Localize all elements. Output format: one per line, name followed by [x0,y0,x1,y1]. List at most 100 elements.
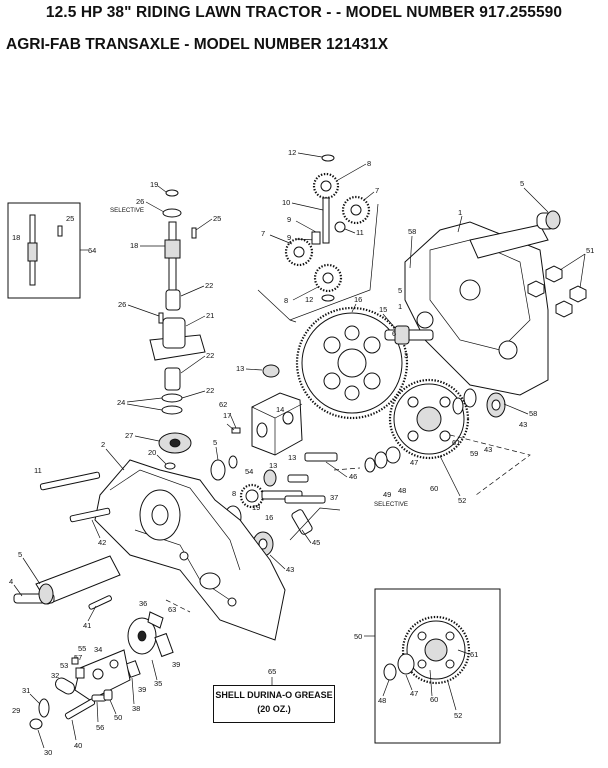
label-1: 1 [458,208,462,217]
label-5-left: 5 [18,550,22,559]
label-60-inset: 60 [430,695,438,704]
axle-tube-upper [469,224,549,259]
label-21: 21 [206,311,214,320]
label-18-inset: 18 [12,233,20,242]
label-7-right: 7 [375,186,379,195]
label-34: 34 [94,645,102,654]
label-27: 27 [125,431,133,440]
label-18: 18 [130,241,138,250]
label-22-b: 22 [206,351,214,360]
label-26-b: 26 [118,300,126,309]
inset-box-64 [7,202,81,299]
label-11-top: 11 [356,228,364,237]
gear-52 [388,378,470,460]
shaft-45 [291,509,313,535]
label-1-b: 1 [398,302,402,311]
label-19-center: 19 [252,503,260,512]
bearing-13 [262,364,280,378]
label-5-mid: 5 [398,286,402,295]
label-51: 51 [586,246,594,255]
label-25: 25 [213,214,221,223]
label-31: 31 [22,686,30,695]
label-43-center: 43 [286,565,294,574]
shift-block-14 [251,392,303,456]
label-49: 49 [383,490,391,499]
pinion-7-right [341,195,371,225]
label-60-center: 60 [430,484,438,493]
label-25-inset: 25 [66,214,74,223]
label-15: 15 [379,305,387,314]
selective-note-49: SELECTIVE [374,501,408,508]
label-46: 46 [349,472,357,481]
label-9-b: 9 [287,233,291,242]
bevel-gear-8-bottom [313,263,343,293]
label-4: 4 [9,577,13,586]
label-61: 61 [452,438,460,447]
label-47-inset: 47 [410,689,418,698]
inset-box-50 [374,588,501,744]
label-39-b: 39 [138,685,146,694]
selective-note-26: SELECTIVE [110,207,144,214]
grease-name: SHELL DURINA-O GREASE [215,690,333,700]
cross-shaft-10 [322,197,330,244]
label-17: 17 [223,411,231,420]
label-20: 20 [148,448,156,457]
grease-note-box: SHELL DURINA-O GREASE (20 OZ.) [213,685,335,723]
label-63: 63 [168,605,176,614]
label-8-center: 8 [232,489,236,498]
label-48-center: 48 [398,486,406,495]
label-24: 24 [117,398,125,407]
label-37: 37 [330,493,338,502]
label-14: 14 [276,405,284,414]
label-10: 10 [282,198,290,207]
label-11-left: 11 [34,466,42,475]
label-50-inset: 50 [354,632,362,641]
gear-52-inset [401,615,471,685]
label-58-top: 58 [408,227,416,236]
bolt-11 [39,471,101,491]
label-40: 40 [74,741,82,750]
label-54: 54 [245,467,253,476]
bolt-46 [304,452,338,462]
label-19: 19 [150,180,158,189]
label-47-center: 47 [410,458,418,467]
label-53: 53 [60,661,68,670]
label-29: 29 [12,706,20,715]
label-16-small: 16 [265,513,273,522]
label-36: 36 [139,599,147,608]
bolt-37 [284,495,326,504]
housing-2 [94,459,286,641]
ring-gear-16 [295,306,409,420]
label-58-mid: 58 [529,409,537,418]
label-50: 50 [114,713,122,722]
grease-quantity: (20 OZ.) [257,704,291,714]
label-30: 30 [44,748,52,757]
label-12-top: 12 [288,148,296,157]
label-55: 55 [78,644,86,653]
label-9-a: 9 [287,215,291,224]
label-64: 64 [88,246,96,255]
spring-39-a [154,632,174,658]
label-39-a: 39 [172,660,180,669]
label-2: 2 [101,440,105,449]
label-13-center: 13 [269,461,277,470]
pinion-7-left [284,237,314,267]
label-16-ring: 16 [354,295,362,304]
label-52: 52 [458,496,466,505]
label-12-bottom: 12 [305,295,313,304]
label-8-top: 8 [367,159,371,168]
label-41: 41 [83,621,91,630]
label-59: 59 [470,449,478,458]
label-7-left: 7 [261,229,265,238]
label-35: 35 [154,679,162,688]
bolt-40 [64,698,96,720]
label-43-right-b: 43 [519,420,527,429]
bolt-42 [69,507,111,523]
label-8-bottom: 8 [284,296,288,305]
label-5-center: 5 [213,438,217,447]
label-38: 38 [132,704,140,713]
label-26: 26 [136,197,144,206]
diagram-title: 12.5 HP 38" RIDING LAWN TRACTOR - - MODE… [45,4,563,21]
label-13-top: 13 [236,364,244,373]
